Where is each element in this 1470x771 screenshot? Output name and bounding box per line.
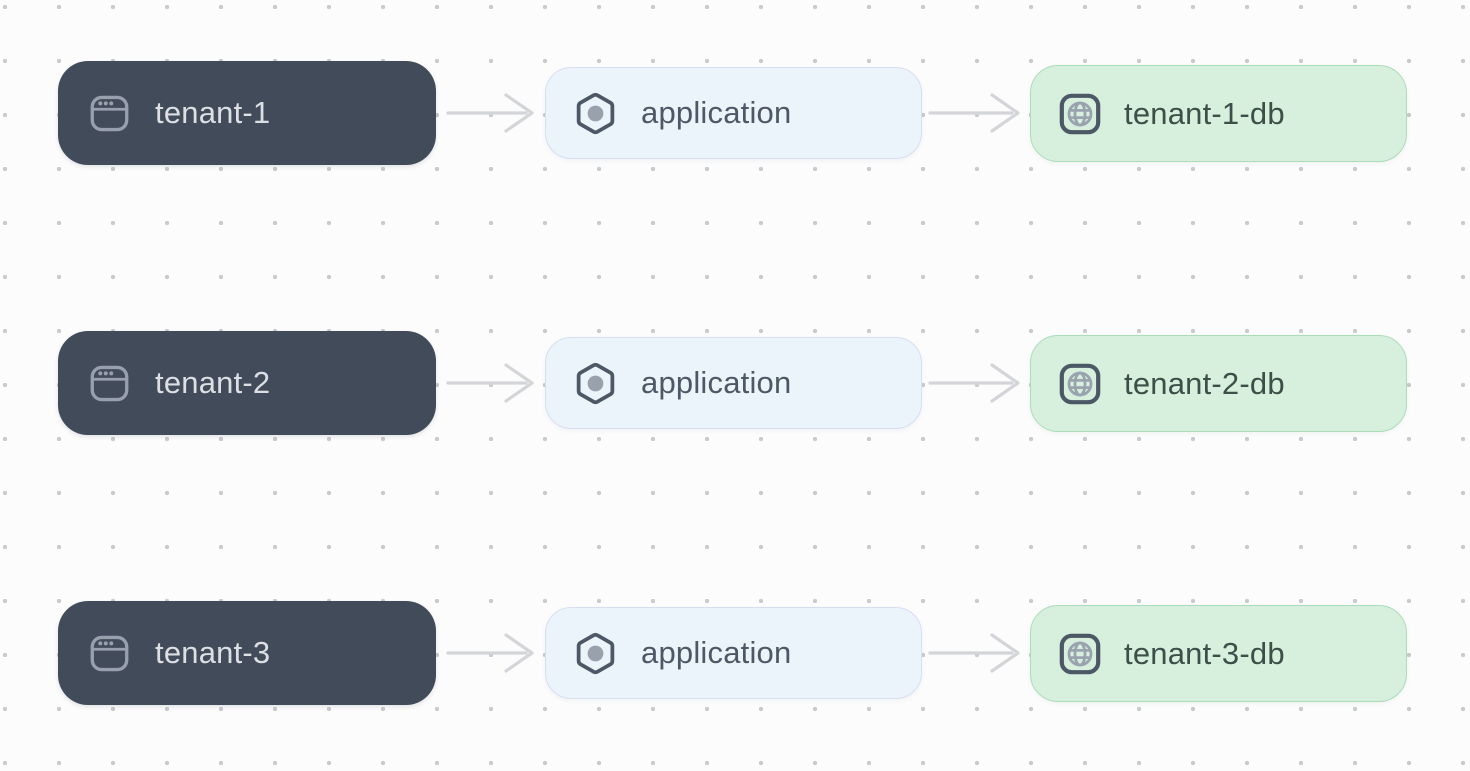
globe-icon xyxy=(1056,630,1104,678)
hexagon-nut-icon xyxy=(573,361,618,406)
diagram-row-3: tenant-3 application xyxy=(0,601,1470,705)
node-label: application xyxy=(641,95,792,130)
node-label: tenant-3-db xyxy=(1124,635,1285,671)
node-tenant-2-db[interactable]: tenant-2-db xyxy=(1030,335,1407,432)
node-application-2[interactable]: application xyxy=(545,337,922,429)
diagram-row-2: tenant-2 application xyxy=(0,331,1470,435)
edge-arrow-app-to-db[interactable] xyxy=(926,361,1022,405)
globe-icon xyxy=(1056,90,1104,138)
node-application-3[interactable]: application xyxy=(545,607,922,699)
node-tenant-1[interactable]: tenant-1 xyxy=(58,61,436,165)
node-label: tenant-1 xyxy=(155,95,271,130)
node-label: tenant-1-db xyxy=(1124,95,1285,131)
node-label: tenant-2 xyxy=(155,365,271,400)
node-tenant-3-db[interactable]: tenant-3-db xyxy=(1030,605,1407,702)
globe-icon xyxy=(1056,360,1104,408)
node-tenant-2[interactable]: tenant-2 xyxy=(58,331,436,435)
node-label: tenant-2-db xyxy=(1124,365,1285,401)
node-application-1[interactable]: application xyxy=(545,67,922,159)
edge-arrow-tenant-to-app[interactable] xyxy=(444,361,536,405)
node-label: tenant-3 xyxy=(155,635,271,670)
hexagon-nut-icon xyxy=(573,631,618,676)
diagram-row-1: tenant-1 application xyxy=(0,61,1470,165)
edge-arrow-tenant-to-app[interactable] xyxy=(444,91,536,135)
hexagon-nut-icon xyxy=(573,91,618,136)
edge-arrow-app-to-db[interactable] xyxy=(926,91,1022,135)
app-window-icon xyxy=(86,360,133,407)
app-window-icon xyxy=(86,630,133,677)
node-tenant-3[interactable]: tenant-3 xyxy=(58,601,436,705)
edge-arrow-app-to-db[interactable] xyxy=(926,631,1022,675)
node-label: application xyxy=(641,635,792,670)
app-window-icon xyxy=(86,90,133,137)
edge-arrow-tenant-to-app[interactable] xyxy=(444,631,536,675)
node-label: application xyxy=(641,365,792,400)
node-tenant-1-db[interactable]: tenant-1-db xyxy=(1030,65,1407,162)
